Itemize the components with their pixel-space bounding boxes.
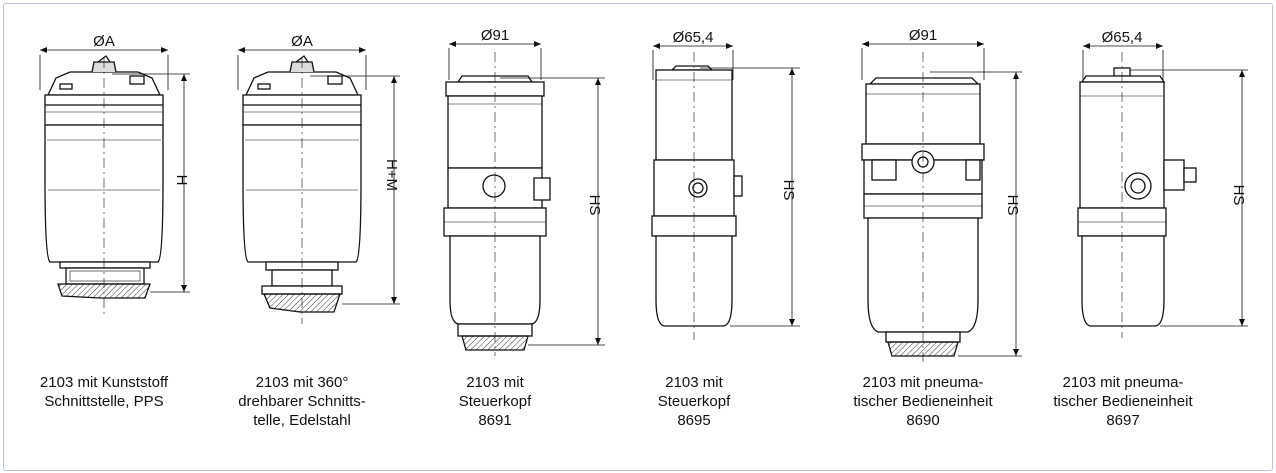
caption-line: Steuerkopf (458, 393, 532, 410)
dim-diameter-8695: Ø65,4 (673, 29, 714, 46)
device-8697-drawing (1077, 43, 1248, 338)
dim-height-8690: HS (1004, 195, 1021, 216)
caption-line: 8695 (677, 412, 711, 429)
device-360-drawing (237, 47, 400, 324)
caption-line: 8690 (906, 412, 940, 429)
caption-line: tischer Bedieneinheit (1053, 393, 1193, 410)
caption-8691: 2103 mit Steuerkopf 8691 (395, 373, 595, 430)
caption-8697: 2103 mit pneuma- tischer Bedieneinheit 8… (1023, 373, 1223, 430)
caption-line: 2103 mit (466, 374, 524, 391)
dim-diameter-360: ØA (291, 33, 313, 50)
caption-kunststoff: 2103 mit Kunststoff Schnittstelle, PPS (4, 373, 204, 411)
figure-frame (3, 3, 1273, 471)
device-8690-drawing (861, 41, 1022, 362)
dim-diameter-kunststoff: ØA (93, 33, 115, 50)
caption-line: tischer Bedieneinheit (853, 393, 993, 410)
dim-diameter-8690: Ø91 (909, 27, 937, 44)
caption-line: drehbarer Schnitts- (238, 393, 366, 410)
caption-8690: 2103 mit pneuma- tischer Bedieneinheit 8… (823, 373, 1023, 430)
dim-diameter-8691: Ø91 (481, 27, 509, 44)
caption-line: telle, Edelstahl (253, 412, 351, 429)
dim-height-8697: HS (1230, 185, 1247, 206)
caption-line: Schnittstelle, PPS (44, 393, 164, 410)
caption-line: 2103 mit pneuma- (862, 374, 984, 391)
caption-line: 2103 mit (665, 374, 723, 391)
device-kunststoff-drawing (39, 47, 190, 318)
device-8691-drawing (443, 41, 605, 356)
dim-height-8695: HS (780, 180, 797, 201)
caption-360: 2103 mit 360° drehbarer Schnitts- telle,… (202, 373, 402, 430)
caption-line: 8691 (478, 412, 512, 429)
dim-diameter-8697: Ø65,4 (1102, 29, 1143, 46)
caption-line: 8697 (1106, 412, 1140, 429)
dim-height-kunststoff: H (173, 175, 190, 186)
dim-height-360: H+M (383, 159, 400, 191)
device-8695-drawing (651, 43, 800, 340)
caption-line: 2103 mit Kunststoff (39, 374, 169, 391)
caption-line: Steuerkopf (657, 393, 731, 410)
caption-line: 2103 mit 360° (255, 374, 349, 391)
caption-8695: 2103 mit Steuerkopf 8695 (594, 373, 794, 430)
dim-height-8691: HS (586, 195, 603, 216)
caption-line: 2103 mit pneuma- (1062, 374, 1184, 391)
